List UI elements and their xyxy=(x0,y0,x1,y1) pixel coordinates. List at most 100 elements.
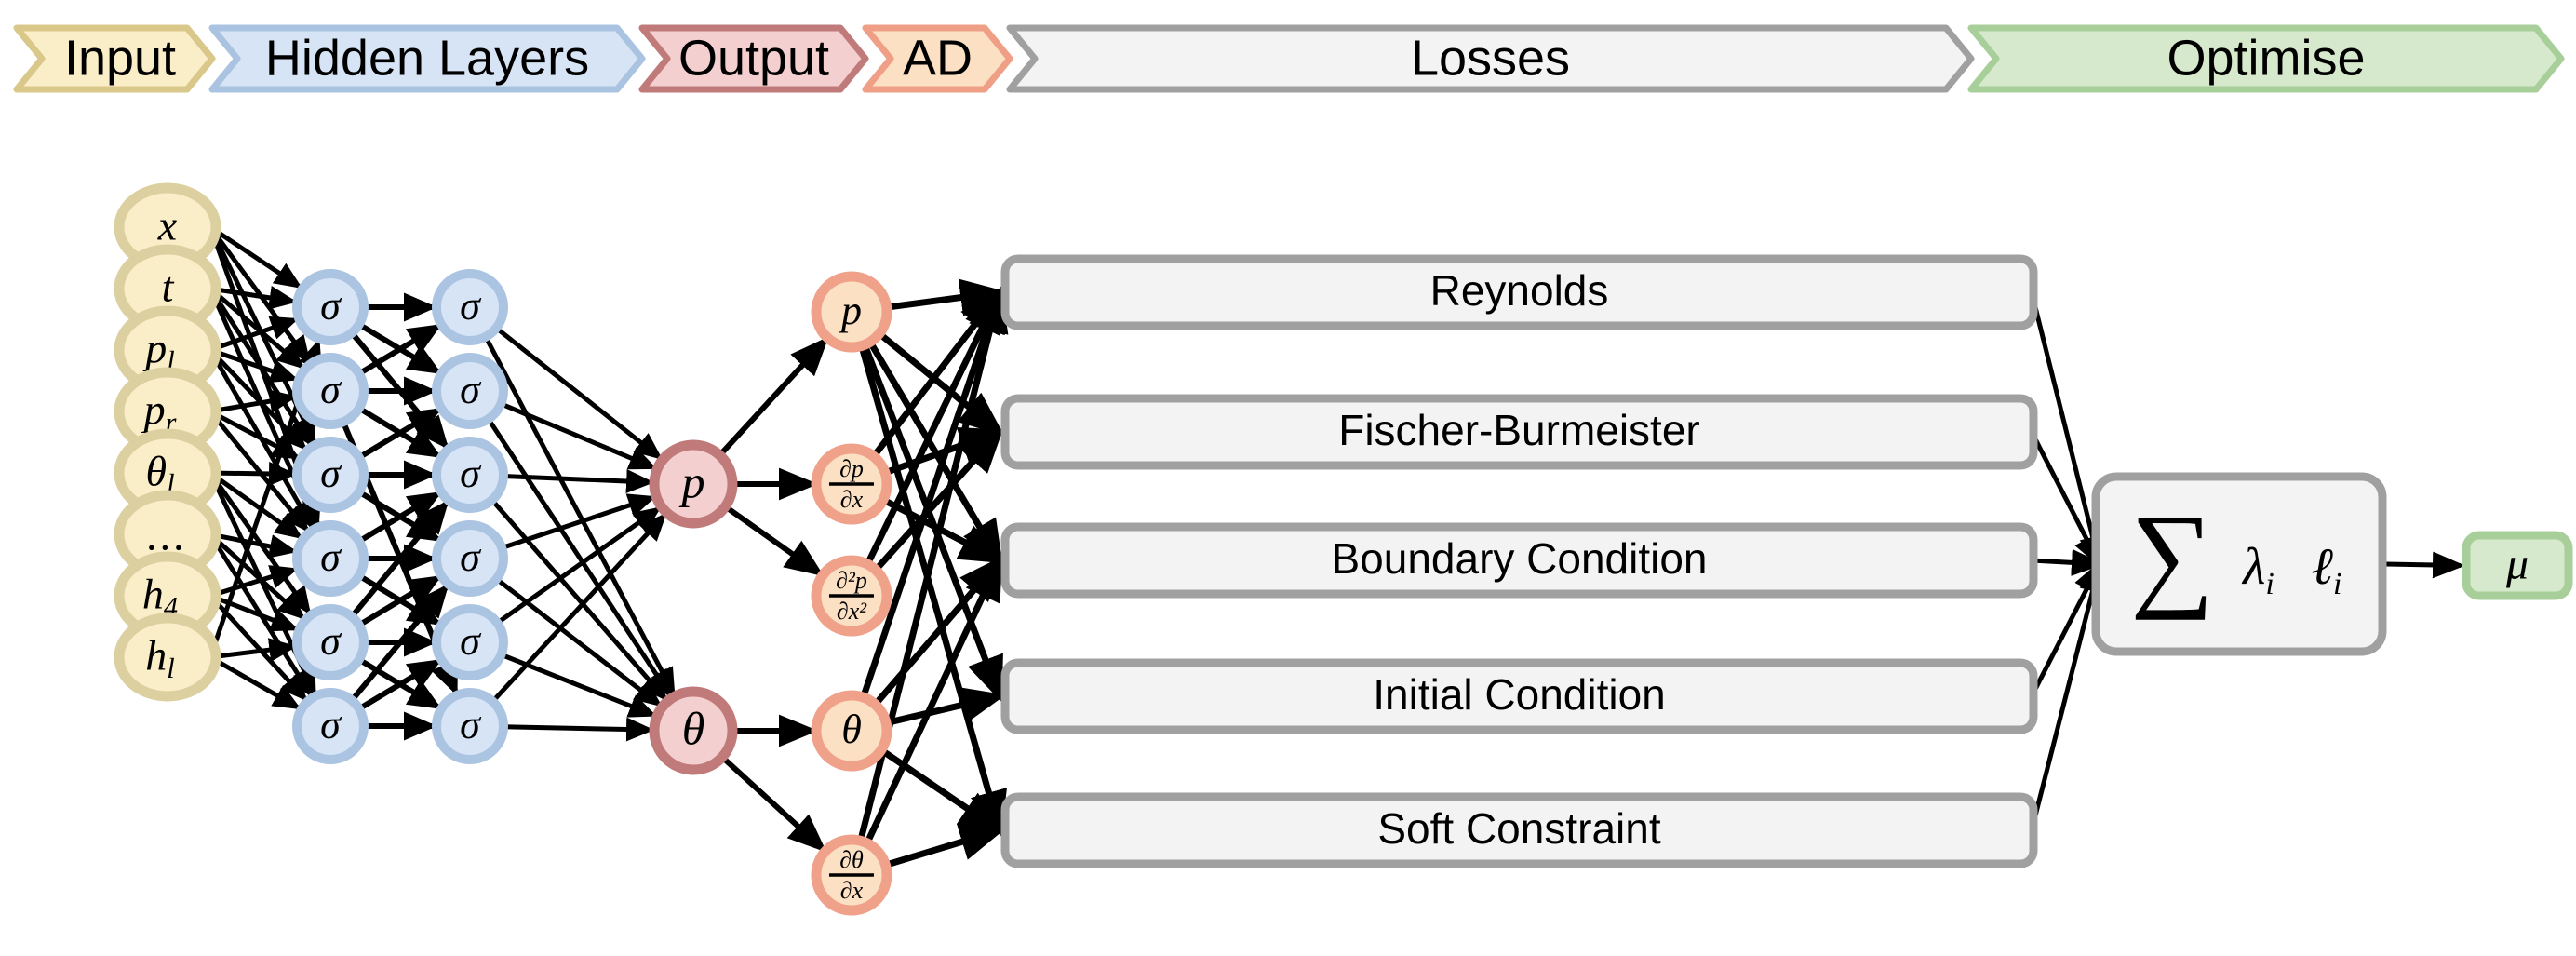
hidden1-node-sigma[interactable]: σ xyxy=(292,604,369,680)
hidden2-node-label: σ xyxy=(460,451,482,496)
edge-sum-mu xyxy=(2385,551,2465,579)
edge-hidden2-output xyxy=(495,506,662,626)
hidden1-node-sigma[interactable]: σ xyxy=(292,688,369,764)
hidden1-node-sigma[interactable]: σ xyxy=(292,353,369,429)
hidden2-node-label: σ xyxy=(460,534,482,580)
ad-node-label: θ xyxy=(841,707,862,752)
banner-stage-label: Output xyxy=(678,30,829,86)
edge-ad-loss xyxy=(884,823,1006,868)
edge-output-ad xyxy=(720,755,827,853)
loss-box-label: Reynolds xyxy=(1430,266,1609,315)
edge-hidden2-output xyxy=(494,576,663,707)
banner-stage-losses: Losses xyxy=(1006,24,1975,93)
edge-ad-loss xyxy=(860,286,1005,699)
ad-node-numerator: ∂p xyxy=(839,455,864,482)
hidden2-node-label: σ xyxy=(460,367,482,412)
ad-node-denominator: ∂x xyxy=(840,877,864,904)
edge-output-ad xyxy=(723,504,825,577)
loss-box-reynolds[interactable]: Reynolds xyxy=(1000,254,2038,330)
optimise-output-box[interactable]: μ xyxy=(2462,531,2573,600)
hidden2-node-sigma[interactable]: σ xyxy=(432,269,508,345)
edge-input-hidden1 xyxy=(215,461,298,486)
edge-ad-loss xyxy=(877,330,1005,437)
ad-node-dp_dx[interactable]: ∂p∂x xyxy=(811,443,892,525)
input-node-pl[interactable]: pl xyxy=(114,305,221,395)
ad-node-dtheta_dx[interactable]: ∂θ ∂x xyxy=(811,834,892,916)
output-node-theta[interactable]: θ xyxy=(649,686,738,775)
edge-hidden2-output xyxy=(490,498,668,702)
optimise-output-label: μ xyxy=(2505,540,2529,589)
loss-box-label: Boundary Condition xyxy=(1331,534,1707,583)
hidden2-node-label: σ xyxy=(460,618,482,664)
hidden1-node-sigma[interactable]: σ xyxy=(292,437,369,513)
loss-box-soft-constraint[interactable]: Soft Constraint xyxy=(1000,792,2038,868)
hidden1-node-label: σ xyxy=(320,618,342,664)
ad-node-numerator: ∂θ xyxy=(839,846,864,873)
banner-stage-label: Optimise xyxy=(2167,30,2365,86)
input-node-label: x xyxy=(157,202,178,249)
edge-hidden1-hidden2 xyxy=(357,659,442,712)
edge-ad-loss xyxy=(864,554,1003,845)
banner-stage-label: Input xyxy=(64,30,176,86)
banner-stage-label: Losses xyxy=(1411,30,1570,86)
input-node-θl[interactable]: θl xyxy=(114,428,221,518)
ad-node-numerator: ∂²p xyxy=(836,567,867,594)
input-node-label: t xyxy=(162,263,175,311)
ad-node-theta[interactable]: θ xyxy=(811,690,892,772)
loss-box-boundary-condition[interactable]: Boundary Condition xyxy=(1000,522,2038,599)
hidden1-node-sigma[interactable]: σ xyxy=(292,269,369,345)
edge-ad-loss xyxy=(858,344,1008,837)
hidden2-node-sigma[interactable]: σ xyxy=(432,437,508,513)
edge-hidden1-hidden2 xyxy=(349,500,449,619)
edge-output-ad xyxy=(718,336,829,458)
edge-input-hidden1 xyxy=(213,657,302,710)
banner-stage-output: Output xyxy=(638,24,869,93)
edge-loss-sum xyxy=(2029,291,2106,569)
edge-input-hidden1 xyxy=(215,532,298,559)
hidden1-node-label: σ xyxy=(320,367,342,412)
edge-input-hidden1 xyxy=(214,565,299,597)
edge-ad-loss xyxy=(865,286,1003,566)
hidden1-node-label: σ xyxy=(320,534,342,580)
ad-node-label: p xyxy=(839,288,862,333)
banner-stage-label: Hidden Layers xyxy=(265,30,589,86)
output-node-p[interactable]: p xyxy=(649,439,738,529)
ad-node-d2p_dx2[interactable]: ∂²p ∂x² xyxy=(811,555,892,637)
ad-node-denominator: ∂x² xyxy=(837,598,867,625)
edge-input-hidden1 xyxy=(215,286,298,310)
edge-ad-loss xyxy=(861,343,1003,703)
edge-hidden2-output xyxy=(486,417,672,698)
hidden2-node-sigma[interactable]: σ xyxy=(432,520,508,597)
edge-ad-loss xyxy=(873,426,1004,572)
loss-box-fischer-burmeister[interactable]: Fischer-Burmeister xyxy=(1000,394,2038,470)
summation-symbol: ∑ xyxy=(2130,491,2214,621)
hidden2-node-sigma[interactable]: σ xyxy=(432,604,508,680)
banner-stage-ad: AD xyxy=(862,24,1013,93)
edge-hidden2-output xyxy=(483,335,676,696)
banner-stage-hidden-layers: Hidden Layers xyxy=(208,24,646,93)
ad-node-p[interactable]: p xyxy=(811,271,892,353)
edge-input-hidden1 xyxy=(213,474,303,540)
hidden2-node-sigma[interactable]: σ xyxy=(432,353,508,429)
hidden1-node-sigma[interactable]: σ xyxy=(292,520,369,597)
edge-input-hidden1 xyxy=(214,316,300,351)
hidden2-node-sigma[interactable]: σ xyxy=(432,688,508,764)
edge-hidden1-hidden2 xyxy=(357,324,442,377)
input-node-label: ... xyxy=(147,512,188,559)
hidden1-node-label: σ xyxy=(320,283,342,329)
output-node-label: θ xyxy=(682,702,705,754)
edge-ad-loss xyxy=(866,340,1003,567)
hidden1-node-label: σ xyxy=(320,702,342,747)
loss-box-label: Soft Constraint xyxy=(1377,804,1660,853)
input-node-hl[interactable]: hl xyxy=(114,613,221,702)
loss-box-label: Initial Condition xyxy=(1373,670,1666,719)
edge-loss-sum xyxy=(2029,559,2106,831)
input-node-h4[interactable]: h4 xyxy=(114,551,221,640)
edge-hidden2-output xyxy=(490,512,667,704)
loss-box-initial-condition[interactable]: Initial Condition xyxy=(1000,658,2038,734)
